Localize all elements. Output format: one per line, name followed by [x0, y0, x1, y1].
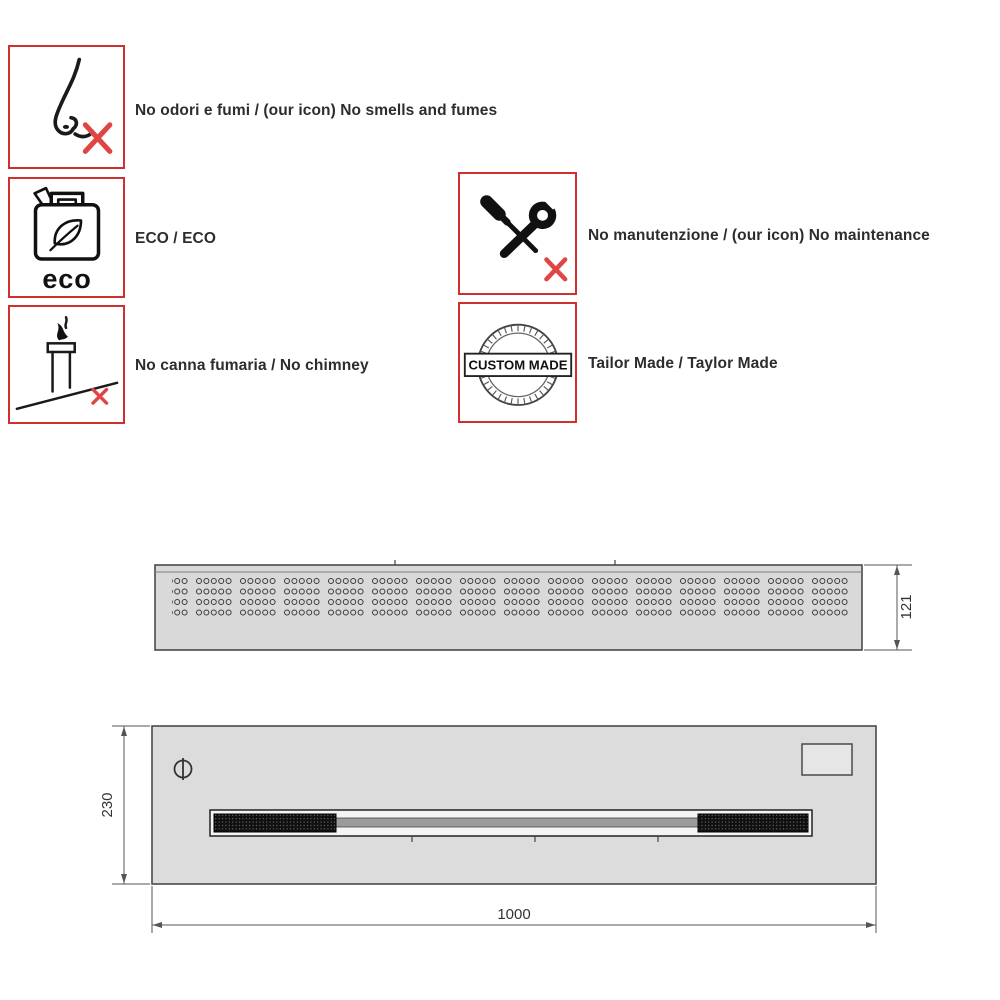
front-view-drawing: 230 1000 [99, 725, 877, 933]
red-cross-icon [90, 387, 108, 405]
stamp-text: CUSTOM MADE [468, 357, 567, 372]
feature-label-no-maintenance: No manutenzione / (our icon) No maintena… [588, 227, 930, 244]
dim-label-width: 1000 [497, 906, 530, 923]
feature-label-no-smells: No odori e fumi / (our icon) No smells a… [135, 102, 498, 119]
dimension-height: 230 [99, 725, 150, 885]
burner-slot [209, 809, 813, 842]
feature-label-custom-made: Tailor Made / Taylor Made [588, 355, 778, 372]
red-cross-icon [82, 122, 112, 154]
red-cross-icon [543, 256, 567, 281]
top-view-drawing: 121 [154, 560, 915, 651]
feature-box-custom-made: CUSTOM MADE [458, 302, 577, 423]
eco-icon-text: eco [42, 262, 91, 293]
control-box [801, 743, 853, 776]
wrench-icon [499, 191, 561, 258]
screw-head-icon [173, 758, 193, 780]
feature-box-eco: eco [8, 177, 125, 298]
chimney-icon [15, 315, 118, 410]
feature-label-eco: ECO / ECO [135, 230, 216, 247]
dimension-depth: 121 [864, 564, 915, 651]
feature-box-no-chimney [8, 305, 125, 424]
tools-icon [479, 191, 567, 281]
feature-box-no-maintenance [458, 172, 577, 295]
burner-front-body [151, 725, 877, 885]
dim-label-height: 230 [99, 792, 116, 817]
dim-label-depth: 121 [898, 594, 915, 619]
nose-icon [52, 57, 112, 154]
feature-label-no-chimney: No canna fumaria / No chimney [135, 357, 369, 374]
eco-can-icon: eco [32, 186, 100, 293]
custom-made-stamp-icon: CUSTOM MADE [463, 323, 572, 406]
perforation-pattern [172, 578, 848, 620]
smoke-icon [56, 322, 68, 340]
dimension-width: 1000 [151, 886, 877, 933]
feature-box-no-smells [8, 45, 125, 169]
